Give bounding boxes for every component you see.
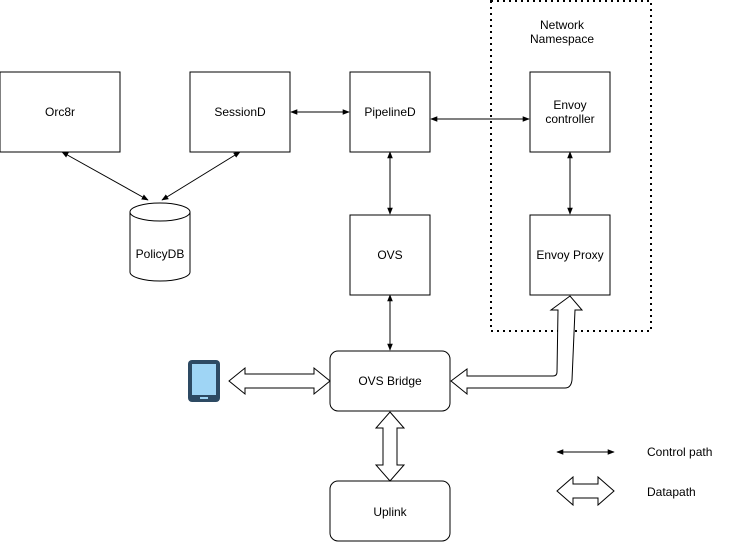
orc8r-label: Orc8r bbox=[45, 105, 75, 119]
envoy-controller-node bbox=[529, 71, 611, 153]
orc8r-policydb-control-arrow bbox=[61, 151, 149, 201]
policydb-cylinder bbox=[129, 202, 191, 282]
tablet-icon-screen bbox=[192, 364, 216, 395]
orc8r-node bbox=[0, 71, 121, 153]
namespace-label-line2: Namespace bbox=[530, 32, 594, 46]
sessiond-node bbox=[189, 71, 291, 153]
envoy-controller-label-line2: controller bbox=[545, 112, 594, 126]
uplink-label: Uplink bbox=[373, 505, 407, 519]
ovs-bridge-label: OVS Bridge bbox=[358, 374, 422, 388]
namespace-label-line1: Network bbox=[540, 18, 585, 32]
bridge-uplink-datapath-arrow bbox=[374, 411, 406, 482]
legend-control-path-label: Control path bbox=[647, 445, 712, 459]
envoy-proxy-label: Envoy Proxy bbox=[536, 248, 603, 262]
sessiond-label: SessionD bbox=[214, 105, 266, 119]
policydb-label: PolicyDB bbox=[136, 247, 185, 261]
tablet-icon bbox=[188, 360, 220, 402]
ovs-node bbox=[349, 214, 431, 296]
tablet-icon-button bbox=[200, 397, 208, 399]
envoy-proxy-node bbox=[529, 214, 611, 296]
tablet-bridge-datapath-arrow bbox=[228, 366, 331, 396]
bridge-envoy-proxy-datapath-arrow bbox=[450, 295, 584, 396]
legend-datapath-label: Datapath bbox=[647, 485, 696, 499]
pipelined-label: PipelineD bbox=[364, 105, 416, 119]
envoy-controller-label-line1: Envoy bbox=[553, 98, 586, 112]
ovs-label: OVS bbox=[377, 248, 402, 262]
legend-datapath-arrow bbox=[556, 475, 615, 507]
sessiond-policydb-control-arrow bbox=[161, 151, 241, 201]
